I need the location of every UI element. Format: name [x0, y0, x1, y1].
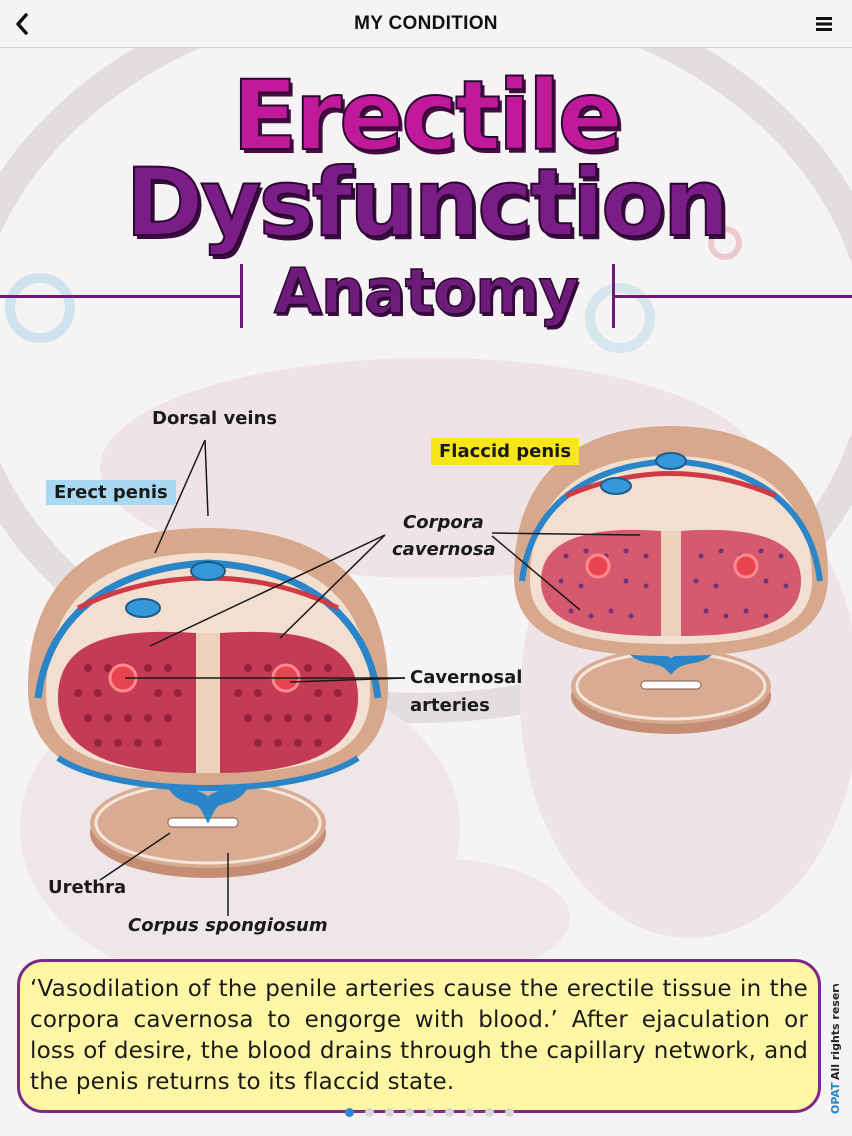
label-flaccid-penis: Flaccid penis [431, 438, 580, 465]
page-dot[interactable] [464, 1108, 474, 1117]
flaccid-penis-cross-section [514, 426, 828, 734]
page-dot[interactable] [504, 1108, 514, 1117]
subtitle-rule-right-tick [612, 264, 615, 328]
label-dorsal-veins: Dorsal veins [152, 408, 278, 429]
page-dot[interactable] [364, 1108, 374, 1117]
label-erect-penis: Erect penis [46, 480, 176, 505]
poster-title-line1: Erectile [231, 60, 624, 172]
copyright-notice: OPAT All rights reserved. [829, 984, 842, 1114]
subtitle-rule-left [0, 295, 242, 298]
label-urethra: Urethra [48, 877, 127, 898]
copyright-brand: OPAT [829, 1082, 842, 1114]
hamburger-menu-icon [816, 17, 832, 31]
diagram-leader-lines [99, 439, 641, 916]
page-dot[interactable] [424, 1108, 434, 1117]
explanation-quote-box: ‘Vasodilation of the penile arteries cau… [17, 959, 821, 1113]
subtitle-rule-left-tick [240, 264, 243, 328]
page-dot[interactable] [404, 1108, 414, 1117]
page-title: MY CONDITION [354, 12, 498, 34]
label-corpora-cavernosa-line1: Corpora [403, 512, 484, 533]
erect-penis-cross-section [28, 528, 388, 878]
explanation-text: ‘Vasodilation of the penile arteries cau… [30, 976, 808, 1095]
poster-title-line2: Dysfunction [124, 149, 730, 258]
back-button[interactable] [6, 8, 38, 40]
poster-page[interactable]: Erectile Dysfunction Anatomy [0, 48, 852, 1136]
page-dot[interactable] [384, 1108, 394, 1117]
label-corpora-cavernosa-line2: cavernosa [392, 539, 496, 560]
label-corpus-spongiosum: Corpus spongiosum [128, 915, 328, 936]
menu-button[interactable] [812, 12, 836, 36]
poster-subtitle: Anatomy [273, 255, 580, 329]
subtitle-rule-right [614, 295, 852, 298]
page-dot[interactable] [484, 1108, 494, 1117]
chevron-left-icon [16, 13, 28, 35]
label-cavernosal-arteries-line2: arteries [410, 695, 490, 716]
page-indicator[interactable] [0, 1108, 852, 1120]
top-navigation-bar: MY CONDITION [0, 0, 852, 48]
copyright-text: All rights reserved. [829, 984, 842, 1080]
label-cavernosal-arteries-line1: Cavernosal [410, 667, 523, 688]
page-dot[interactable] [444, 1108, 454, 1117]
page-dot-active[interactable] [344, 1108, 354, 1117]
